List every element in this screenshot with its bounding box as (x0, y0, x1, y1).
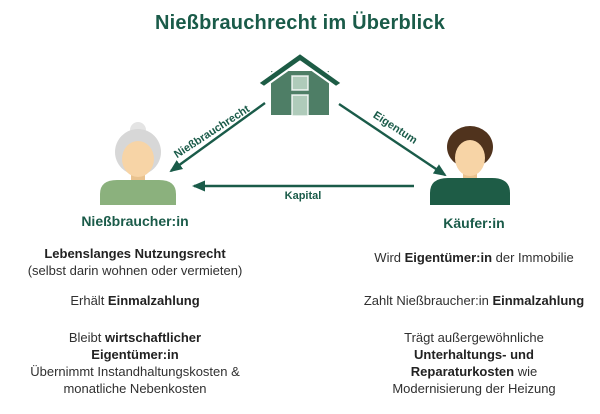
house-door (291, 94, 309, 117)
buyer-point-becomes-owner: Wird Eigentümer:in der Immobilie (374, 250, 574, 265)
face (122, 141, 154, 177)
house-window (291, 75, 309, 91)
dark-green-shirt (430, 178, 510, 205)
page-title: Nießbrauchrecht im Überblick (154, 12, 446, 34)
usufructuary-name: Nießbraucher:in (81, 213, 189, 229)
capital-arrow-label: Kapital (284, 190, 322, 202)
green-shirt (100, 180, 176, 205)
usufructuary-point-usage-right: Lebenslanges Nutzungsrecht(selbst darin … (27, 246, 243, 278)
house-icon (257, 52, 343, 117)
buyer-point-pays-lump-sum: Zahlt Nießbraucher:in Einmalzahlung (363, 293, 585, 308)
usufructuary-point-lump-sum: Erhält Einmalzahlung (70, 293, 200, 308)
face (455, 140, 485, 176)
elderly-woman-avatar-icon (100, 122, 176, 205)
young-man-avatar-icon (430, 126, 510, 205)
buyer-name: Käufer:in (443, 215, 505, 231)
house-roof (257, 52, 343, 88)
